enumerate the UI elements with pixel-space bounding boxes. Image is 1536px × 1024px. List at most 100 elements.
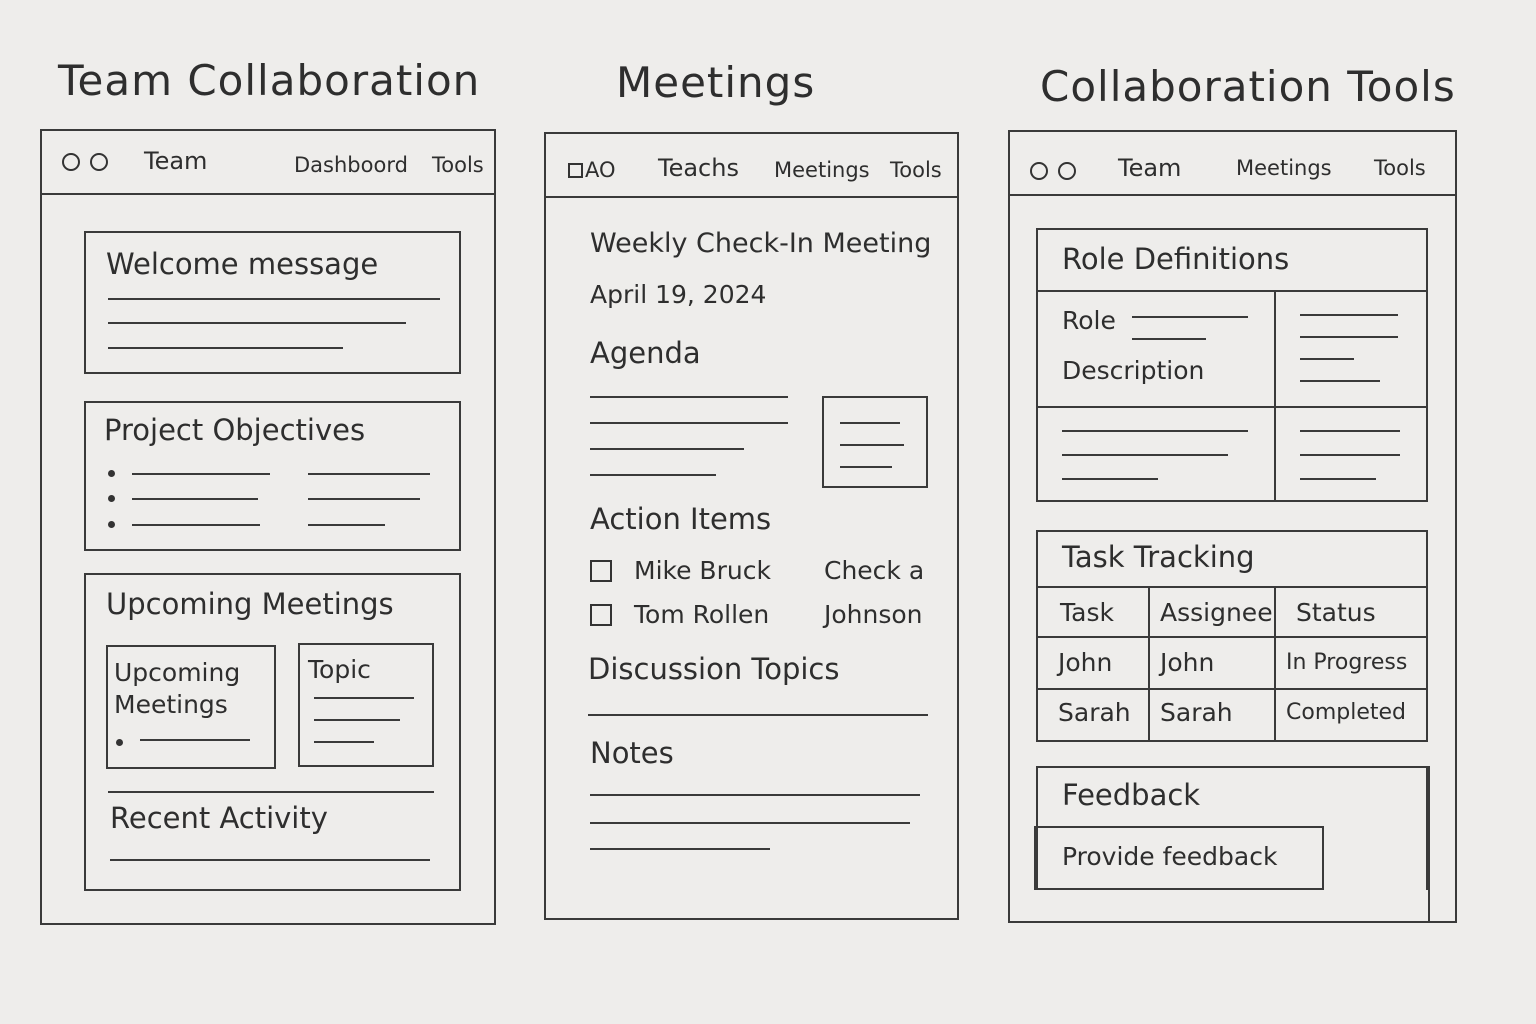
recent-activity-heading: Recent Activity	[110, 801, 328, 835]
placeholder-line	[1300, 454, 1400, 456]
description-label: Description	[1062, 356, 1205, 385]
bullet-icon	[116, 739, 123, 746]
placeholder-line	[314, 741, 374, 743]
table-cell-status: Completed	[1286, 700, 1406, 725]
action-item-assignee: Tom Rollen	[634, 600, 770, 629]
placeholder-line	[1132, 316, 1248, 318]
scrollbar-track[interactable]	[1428, 766, 1430, 921]
nav-brand-team[interactable]: Team	[1118, 154, 1182, 182]
meeting-title: Weekly Check-In Meeting	[590, 228, 932, 259]
divider	[1038, 688, 1426, 690]
topic-heading: Topic	[308, 655, 371, 684]
panel-title-meetings: Meetings	[616, 58, 816, 107]
divider	[1038, 586, 1426, 588]
meetings-wireframe: AO Teachs Meetings Tools Weekly Check-In…	[544, 132, 959, 920]
placeholder-line	[1300, 430, 1400, 432]
project-objectives-heading: Project Objectives	[104, 413, 366, 447]
placeholder-line	[132, 498, 258, 500]
placeholder-line	[590, 848, 770, 850]
action-item-assignee: Mike Bruck	[634, 556, 771, 585]
action-item-checkbox[interactable]	[590, 604, 612, 626]
nav-link-tools[interactable]: Tools	[1374, 156, 1426, 180]
divider	[1274, 586, 1276, 740]
table-cell-assignee: Sarah	[1160, 698, 1233, 727]
placeholder-line	[308, 524, 385, 526]
placeholder-line	[308, 498, 420, 500]
role-label: Role	[1062, 306, 1116, 335]
nav-bar: Team Dashboord Tools	[42, 131, 494, 195]
nav-link-tools[interactable]: Tools	[432, 153, 484, 177]
placeholder-line	[308, 473, 430, 475]
provide-feedback-button[interactable]: Provide feedback	[1034, 826, 1324, 890]
team-collaboration-wireframe: Team Dashboord Tools Welcome message Pro…	[40, 129, 496, 925]
table-cell-status: In Progress	[1286, 650, 1408, 675]
nav-brand-team[interactable]: Team	[144, 147, 208, 175]
nav-brand-ao[interactable]: AO	[568, 158, 616, 182]
welcome-message-card: Welcome message	[84, 231, 461, 374]
collaboration-tools-wireframe: Team Meetings Tools Role Definitions Rol…	[1008, 130, 1457, 923]
nav-link-meetings[interactable]: Meetings	[1236, 156, 1332, 180]
topic-subcard: Topic	[298, 643, 434, 767]
agenda-heading: Agenda	[590, 336, 701, 370]
placeholder-line	[1300, 336, 1398, 338]
meeting-date: April 19, 2024	[590, 280, 767, 309]
nav-bar: Team Meetings Tools	[1010, 132, 1455, 196]
placeholder-line	[108, 322, 406, 324]
placeholder-line	[590, 822, 910, 824]
nav-link-teachs[interactable]: Teachs	[658, 154, 739, 182]
panel-title-team-collaboration: Team Collaboration	[58, 56, 481, 105]
notes-heading: Notes	[590, 736, 674, 770]
nav-bar: AO Teachs Meetings Tools	[546, 134, 957, 198]
placeholder-line	[840, 422, 900, 424]
action-item-note: Check a	[824, 556, 925, 585]
bullet-icon	[108, 470, 115, 477]
placeholder-line	[140, 739, 250, 741]
placeholder-line	[314, 697, 414, 699]
task-tracking-heading: Task Tracking	[1062, 540, 1255, 574]
discussion-topics-heading: Discussion Topics	[588, 652, 840, 686]
nav-link-dashboard[interactable]: Dashboord	[294, 153, 408, 177]
feedback-card: Feedback	[1036, 766, 1428, 890]
table-cell-task: John	[1058, 648, 1113, 677]
placeholder-line	[590, 474, 716, 476]
placeholder-line	[590, 794, 920, 796]
action-item-note: Johnson	[824, 600, 923, 629]
divider	[1038, 290, 1426, 292]
placeholder-line	[1300, 358, 1354, 360]
window-dot-icon	[1058, 162, 1076, 180]
role-definitions-card: Role Definitions Role Description	[1036, 228, 1428, 502]
table-header-task: Task	[1060, 598, 1114, 627]
placeholder-line	[590, 422, 788, 424]
table-header-assignee: Assignee	[1160, 598, 1273, 627]
square-icon	[568, 163, 583, 178]
placeholder-line	[314, 719, 400, 721]
placeholder-line	[1300, 314, 1398, 316]
placeholder-line	[132, 524, 260, 526]
nav-link-tools[interactable]: Tools	[890, 158, 942, 182]
window-dot-icon	[1030, 162, 1048, 180]
placeholder-line	[1062, 478, 1158, 480]
divider	[1148, 586, 1150, 740]
placeholder-line	[1300, 478, 1376, 480]
agenda-attachment-thumbnail[interactable]	[822, 396, 928, 488]
divider	[1038, 636, 1426, 638]
divider	[1274, 290, 1276, 500]
table-cell-task: Sarah	[1058, 698, 1131, 727]
placeholder-line	[840, 466, 892, 468]
welcome-message-heading: Welcome message	[106, 247, 379, 281]
bullet-icon	[108, 495, 115, 502]
task-tracking-card: Task Tracking Task Assignee Status John …	[1036, 530, 1428, 742]
table-header-status: Status	[1296, 598, 1376, 627]
action-item-checkbox[interactable]	[590, 560, 612, 582]
action-items-heading: Action Items	[590, 502, 772, 536]
placeholder-line	[590, 396, 788, 398]
placeholder-line	[1062, 430, 1248, 432]
placeholder-line	[590, 448, 744, 450]
panel-title-collaboration-tools: Collaboration Tools	[1040, 62, 1456, 111]
placeholder-line	[1300, 380, 1380, 382]
placeholder-line	[840, 444, 904, 446]
table-cell-assignee: John	[1160, 648, 1215, 677]
nav-link-meetings[interactable]: Meetings	[774, 158, 870, 182]
role-definitions-heading: Role Definitions	[1062, 242, 1290, 276]
